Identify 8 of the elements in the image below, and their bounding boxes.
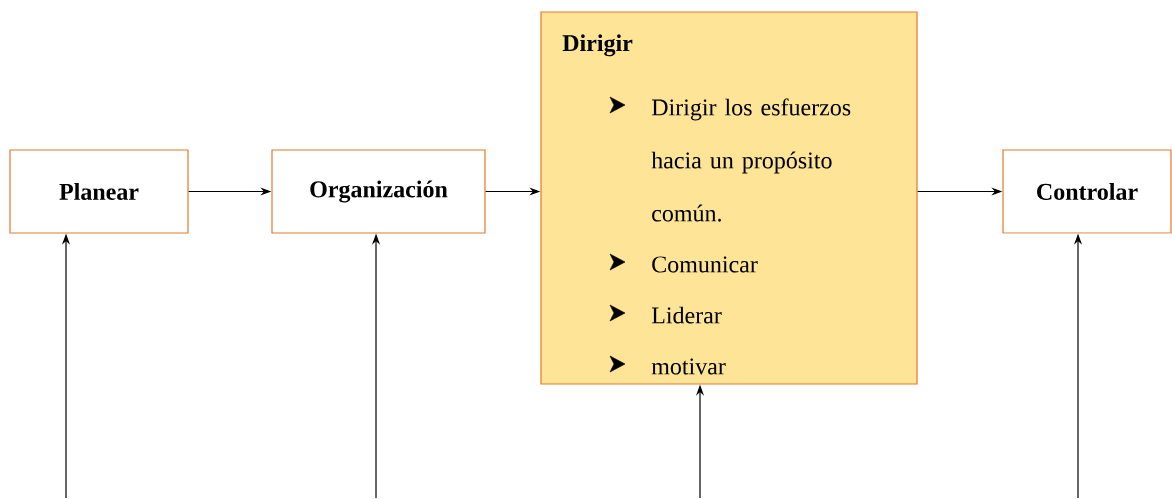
process-box: Organización [271,149,486,234]
list-item: Comunicar [652,256,758,273]
list-item: Dirigir los esfuerzos hacia un propósito común. [651,98,851,222]
process-box: Planear [9,149,189,234]
box-heading: Dirigir [562,34,633,57]
list-item: Liderar [651,306,722,324]
process-box: Controlar [1002,149,1172,234]
list-item: motivar [651,358,726,375]
